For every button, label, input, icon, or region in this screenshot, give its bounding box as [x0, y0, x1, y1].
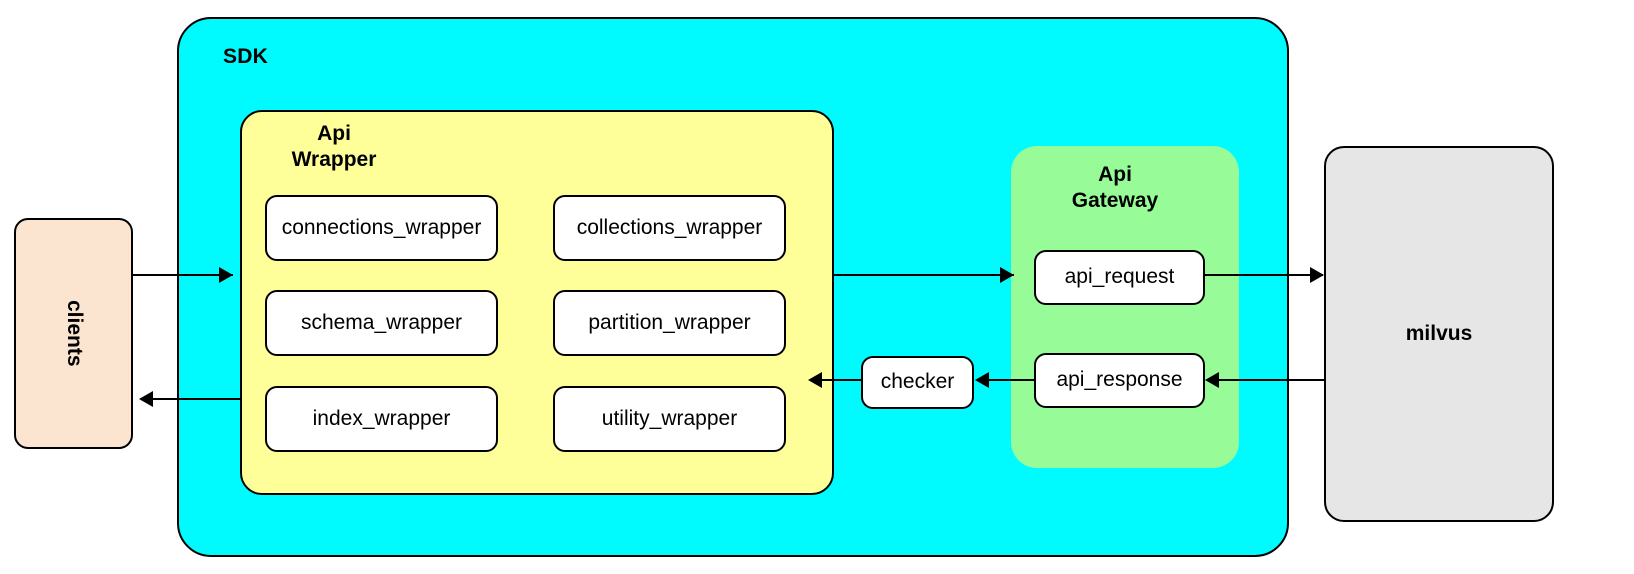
arrowhead-clients-to-api-wrapper-icon	[219, 267, 233, 283]
module-label: utility_wrapper	[601, 406, 738, 430]
arrowhead-api-request-to-milvus-icon	[1310, 267, 1324, 283]
module-schema-wrapper[interactable]: schema_wrapper	[265, 290, 498, 356]
node-checker[interactable]: checker	[861, 356, 974, 409]
node-clients[interactable]: clients	[14, 218, 133, 449]
arrowhead-checker-to-api-wrapper-icon	[808, 372, 822, 388]
module-label: schema_wrapper	[300, 310, 463, 334]
node-label: api_response	[1056, 368, 1183, 392]
milvus-label: milvus	[1405, 321, 1473, 345]
sdk-label: SDK	[223, 45, 268, 68]
module-label: collections_wrapper	[576, 215, 763, 239]
api-wrapper-label-line1: Api	[317, 122, 351, 145]
node-label: checker	[880, 370, 955, 394]
arrowhead-milvus-to-api-response-icon	[1205, 372, 1219, 388]
arrowhead-api-wrapper-to-api-request-icon	[1000, 267, 1014, 283]
edge-clients-to-api-wrapper	[133, 274, 233, 276]
edge-api-wrapper-to-clients	[150, 398, 240, 400]
edge-api-wrapper-to-api-request	[834, 274, 1014, 276]
module-collections-wrapper[interactable]: collections_wrapper	[553, 195, 786, 261]
edge-milvus-to-api-response	[1216, 379, 1324, 381]
api-wrapper-label-line2: Wrapper	[291, 148, 377, 172]
module-index-wrapper[interactable]: index_wrapper	[265, 386, 498, 452]
node-api-request[interactable]: api_request	[1034, 250, 1205, 305]
clients-label: clients	[62, 300, 86, 367]
node-milvus[interactable]: milvus	[1324, 146, 1554, 522]
module-label: partition_wrapper	[588, 310, 751, 334]
module-label: index_wrapper	[312, 406, 451, 430]
api-gateway-label-line1: Api	[1098, 163, 1132, 186]
arrowhead-api-response-to-checker-icon	[975, 372, 989, 388]
edge-checker-to-api-wrapper	[822, 379, 861, 381]
node-api-response[interactable]: api_response	[1034, 353, 1205, 408]
arrowhead-api-wrapper-to-clients-icon	[139, 391, 153, 407]
api-gateway-label-line2: Gateway	[1071, 189, 1159, 213]
edge-api-request-to-milvus	[1205, 274, 1323, 276]
module-partition-wrapper[interactable]: partition_wrapper	[553, 290, 786, 356]
node-label: api_request	[1064, 265, 1175, 289]
edge-api-response-to-checker	[986, 379, 1034, 381]
module-connections-wrapper[interactable]: connections_wrapper	[265, 195, 498, 261]
module-label: connections_wrapper	[281, 215, 482, 239]
module-utility-wrapper[interactable]: utility_wrapper	[553, 386, 786, 452]
